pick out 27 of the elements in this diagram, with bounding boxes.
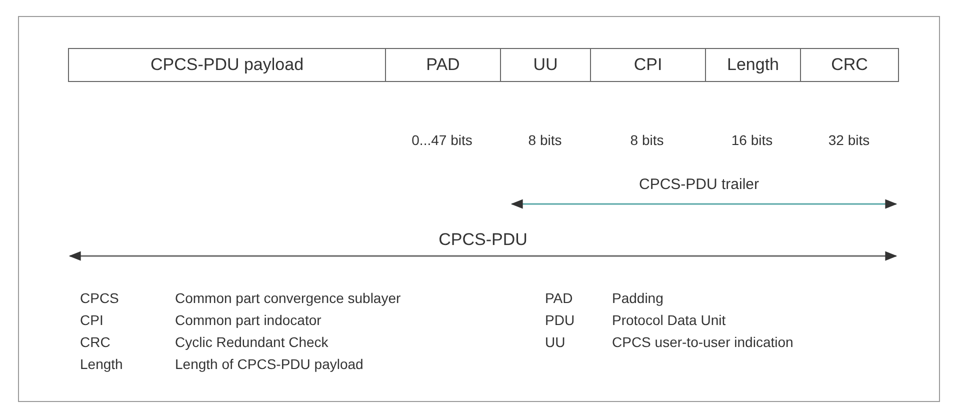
span-label: CPCS-PDU	[438, 230, 528, 250]
definition: Common part indocator	[175, 312, 322, 328]
definition: Cyclic Redundant Check	[175, 334, 328, 350]
field-cell: Length	[705, 48, 801, 82]
definition: Protocol Data Unit	[612, 312, 726, 328]
abbreviation: PAD	[545, 290, 573, 306]
abbreviation: CPCS	[80, 290, 119, 306]
abbreviation: UU	[545, 334, 566, 350]
field-cell: CPI	[590, 48, 706, 82]
definition: Length of CPCS-PDU payload	[175, 356, 364, 372]
abbreviation: CRC	[80, 334, 110, 350]
bit-size-label: 8 bits	[630, 132, 664, 148]
field-cell: CPCS-PDU payload	[68, 48, 386, 82]
abbreviation: CPI	[80, 312, 104, 328]
abbreviation: PDU	[545, 312, 575, 328]
field-cell: CRC	[800, 48, 899, 82]
bit-size-label: 32 bits	[828, 132, 870, 148]
definition: Padding	[612, 290, 664, 306]
field-cell: UU	[500, 48, 591, 82]
abbreviation: Length	[80, 356, 123, 372]
field-cell: PAD	[385, 48, 501, 82]
bit-size-label: 8 bits	[528, 132, 562, 148]
bit-size-label: 0...47 bits	[412, 132, 472, 148]
span-label: CPCS-PDU trailer	[639, 176, 759, 193]
definition: CPCS user-to-user indication	[612, 334, 794, 350]
bit-size-label: 16 bits	[731, 132, 773, 148]
definition: Common part convergence sublayer	[175, 290, 401, 306]
